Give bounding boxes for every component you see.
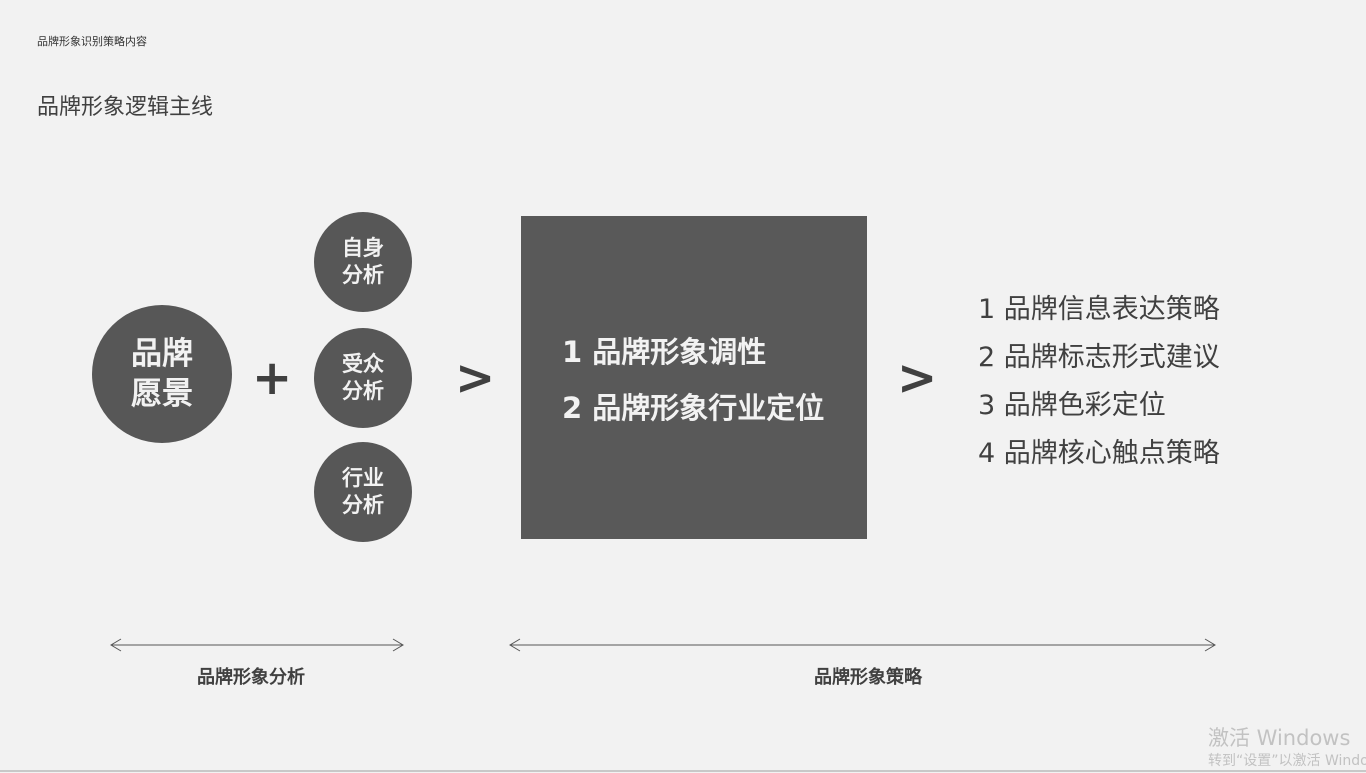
activation-watermark-text: 转到“设置”以激活 Windows。 [1208, 753, 1366, 769]
strategy-item: 1 品牌信息表达策略 [978, 294, 1220, 325]
activation-watermark-title: 激活 Windows [1208, 726, 1351, 750]
strategy-item: 3 品牌色彩定位 [978, 390, 1166, 421]
core-box: 1 品牌形象调性 2 品牌形象行业定位 [521, 216, 867, 539]
brand-vision-circle: 品牌 愿景 [92, 305, 232, 443]
bottom-border [0, 770, 1366, 772]
audience-analysis-circle: 受众 分析 [314, 328, 412, 428]
industry-analysis-circle: 行业 分析 [314, 442, 412, 542]
strategy-item: 4 品牌核心触点策略 [978, 438, 1220, 469]
strategy-range-arrow [509, 638, 1216, 652]
slide-title: 品牌形象逻辑主线 [37, 95, 214, 120]
analysis-range-arrow [110, 638, 404, 652]
strategy-item: 2 品牌标志形式建议 [978, 342, 1220, 373]
plus-sign: + [252, 350, 293, 406]
self-analysis-circle: 自身 分析 [314, 212, 412, 312]
analysis-range-label: 品牌形象分析 [197, 667, 305, 688]
slide-subtitle: 品牌形象识别策略内容 [37, 35, 147, 48]
greater-than-sign-2: > [897, 350, 938, 406]
strategy-list: 1 品牌信息表达策略 2 品牌标志形式建议 3 品牌色彩定位 4 品牌核心触点策… [978, 286, 1220, 478]
greater-than-sign-1: > [455, 350, 496, 406]
strategy-range-label: 品牌形象策略 [814, 667, 922, 688]
core-item: 2 品牌形象行业定位 [562, 391, 825, 425]
core-item: 1 品牌形象调性 [562, 335, 767, 369]
